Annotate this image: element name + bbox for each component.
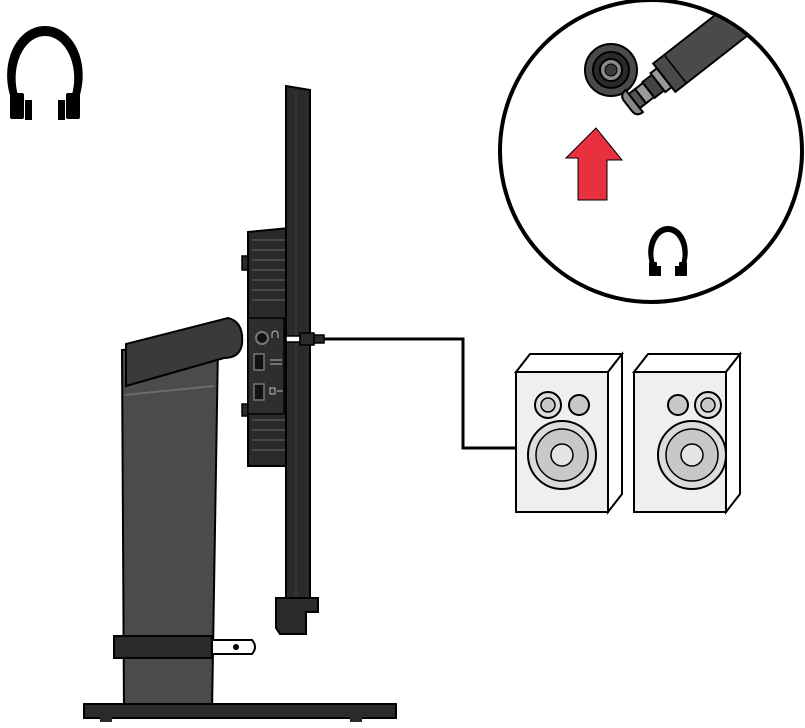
vent-grille-bottom bbox=[252, 419, 286, 451]
monitor-stand bbox=[83, 316, 397, 722]
cable-clip bbox=[113, 635, 213, 659]
audio-cable bbox=[324, 337, 518, 450]
arrow-up-icon bbox=[564, 127, 624, 201]
headphone-icon bbox=[7, 26, 83, 120]
zoom-inset bbox=[498, 0, 804, 304]
monitor-side-view bbox=[241, 84, 319, 635]
headphone-icon bbox=[648, 226, 688, 276]
usb-charge-icon bbox=[253, 383, 265, 401]
usb-ss-icon bbox=[253, 353, 265, 371]
stand-hinge-arm bbox=[125, 316, 244, 388]
audio-jack-socket bbox=[584, 43, 638, 97]
speaker-right bbox=[631, 351, 743, 515]
vent-grille-top bbox=[252, 239, 286, 301]
audio-plug-in-monitor bbox=[285, 332, 325, 346]
audio-jack-port-icon bbox=[255, 331, 269, 345]
tweeter-secondary bbox=[667, 394, 689, 416]
speaker-left bbox=[513, 351, 625, 515]
tweeter-secondary bbox=[568, 394, 590, 416]
stand-base bbox=[83, 703, 397, 719]
